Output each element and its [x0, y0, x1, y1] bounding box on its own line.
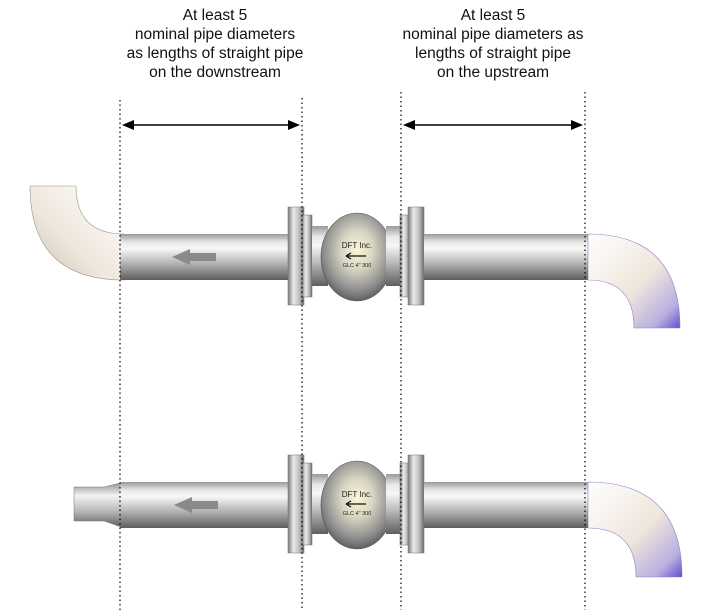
bottom-right-elbow: [587, 481, 683, 578]
bottom-flow-arrow-icon: [174, 497, 218, 513]
bottom-valve-model: GLC 4" 300: [343, 511, 372, 517]
bottom-valve-maker: DFT Inc.: [342, 490, 373, 499]
upstream-label-line-3: lengths of straight pipe: [415, 45, 571, 62]
top-left-elbow: [29, 185, 125, 281]
top-left-flange-inner: [301, 214, 313, 298]
downstream-label: At least 5 nominal pipe diameters as len…: [95, 6, 335, 82]
upstream-label-line-1: At least 5: [460, 7, 526, 24]
top-assembly: DFT Inc. GLC 4" 300: [29, 185, 681, 329]
top-right-flange-outer: [407, 206, 425, 306]
bottom-valve-body: [320, 460, 394, 550]
top-valve-arrow-icon: [345, 252, 366, 260]
bottom-reducer: [73, 481, 125, 529]
downstream-label-line-4: on the downstream: [149, 64, 281, 81]
top-right-neck: [386, 226, 402, 286]
top-valve-body: [320, 212, 394, 302]
downstream-dimension-arrow-icon: [122, 120, 300, 130]
bottom-left-flange-inner: [301, 462, 313, 546]
top-right-elbow: [587, 233, 681, 329]
bottom-upstream-pipe: [424, 482, 592, 528]
downstream-label-line-3: as lengths of straight pipe: [126, 45, 304, 62]
bottom-valve-arrow-icon: [345, 500, 366, 508]
bottom-right-neck: [386, 474, 402, 534]
bottom-right-flange-outer: [407, 454, 425, 554]
top-upstream-pipe: [424, 234, 592, 280]
top-flow-arrow-icon: [172, 249, 216, 265]
top-valve-model: GLC 4" 300: [343, 263, 372, 269]
downstream-label-line-1: At least 5: [182, 7, 248, 24]
upstream-dimension-arrow-icon: [403, 120, 583, 130]
upstream-label-line-2: nominal pipe diameters as: [402, 26, 584, 43]
upstream-label: At least 5 nominal pipe diameters as len…: [372, 6, 614, 82]
upstream-label-line-4: on the upstream: [436, 64, 549, 81]
reference-lines: [119, 92, 586, 610]
downstream-label-line-2: nominal pipe diameters: [134, 26, 296, 43]
top-valve-maker: DFT Inc.: [342, 241, 373, 250]
bottom-assembly: DFT Inc. GLC 4" 300: [73, 454, 683, 578]
